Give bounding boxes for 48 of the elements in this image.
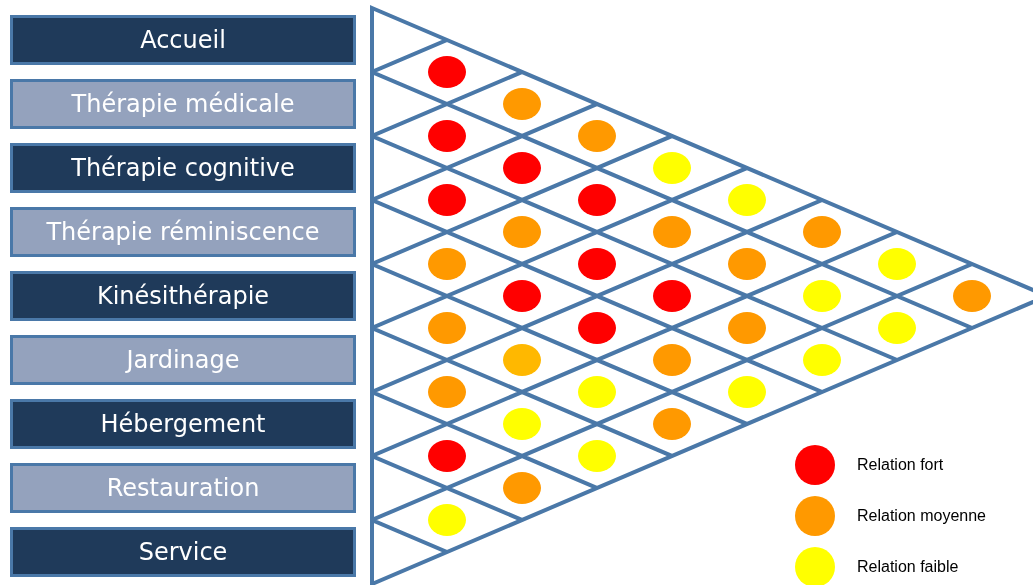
category-label: Restauration [10, 463, 356, 513]
relation-dot [428, 440, 466, 472]
relation-dot [503, 472, 541, 504]
relation-dot [728, 312, 766, 344]
relation-dot [503, 408, 541, 440]
relation-dot [428, 56, 466, 88]
legend-text: Relation moyenne [857, 507, 986, 525]
category-label: Kinésithérapie [10, 271, 356, 321]
relation-dot [428, 120, 466, 152]
category-label: Jardinage [10, 335, 356, 385]
relation-dot [653, 152, 691, 184]
category-label: Thérapie cognitive [10, 143, 356, 193]
relation-dot [878, 312, 916, 344]
relation-dot [578, 248, 616, 280]
relation-dot [728, 184, 766, 216]
relation-dot [578, 312, 616, 344]
relation-dot [803, 280, 841, 312]
relation-dot [428, 184, 466, 216]
relation-dot [803, 216, 841, 248]
category-label: Hébergement [10, 399, 356, 449]
relation-dot [503, 88, 541, 120]
legend-text: Relation fort [857, 456, 944, 474]
relation-dot [503, 216, 541, 248]
relation-dot [503, 152, 541, 184]
relation-dot [578, 440, 616, 472]
category-label: Thérapie réminiscence [10, 207, 356, 257]
relation-dot [653, 216, 691, 248]
relation-dot [578, 376, 616, 408]
relation-dot [578, 184, 616, 216]
relation-dot [428, 248, 466, 280]
relation-dot [953, 280, 991, 312]
relation-dot [803, 344, 841, 376]
legend-text: Relation faible [857, 558, 959, 576]
relation-dot [428, 312, 466, 344]
relation-dot [653, 344, 691, 376]
category-label: Thérapie médicale [10, 79, 356, 129]
relation-dot [653, 280, 691, 312]
relation-dot [428, 504, 466, 536]
relation-dot [503, 344, 541, 376]
category-label: Service [10, 527, 356, 577]
relation-dot [728, 376, 766, 408]
relation-dot [728, 248, 766, 280]
category-label: Accueil [10, 15, 356, 65]
relation-dot [578, 120, 616, 152]
relation-dot [653, 408, 691, 440]
relation-dot [878, 248, 916, 280]
relation-dot [428, 376, 466, 408]
relation-dot [503, 280, 541, 312]
